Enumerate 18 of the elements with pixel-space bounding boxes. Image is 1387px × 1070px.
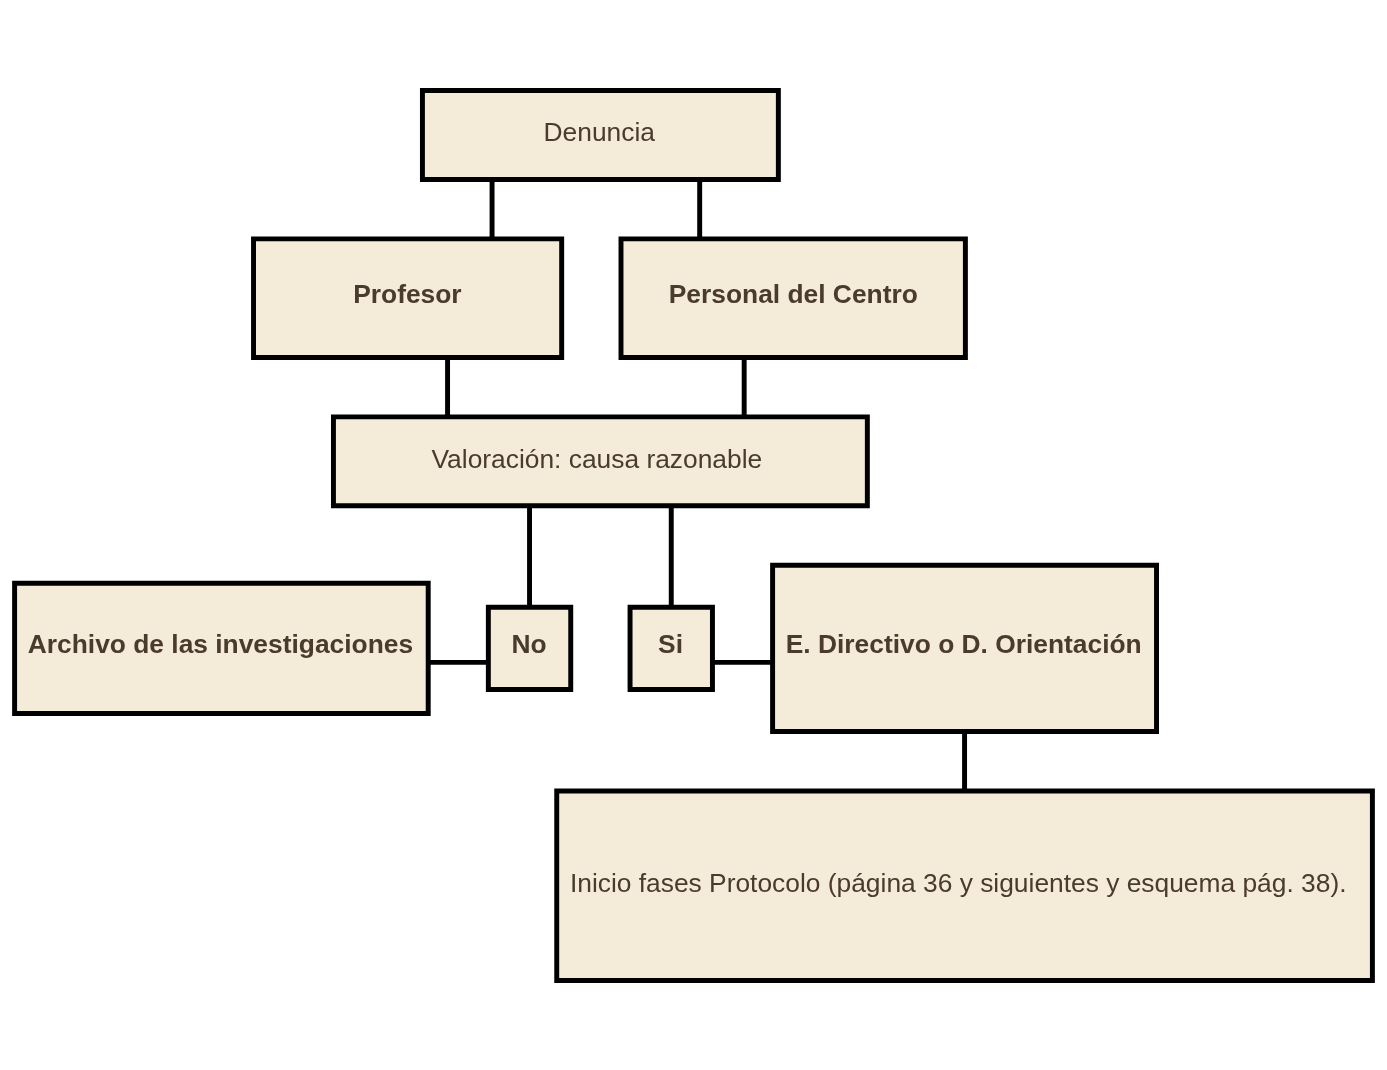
connector [712, 659, 773, 665]
connector [489, 179, 495, 238]
node-box: E. Directivo o D. Orientación [770, 562, 1159, 734]
node-box: Valoración: causa razonable [330, 413, 870, 508]
connector [445, 357, 451, 417]
connector [428, 659, 489, 665]
connector [527, 505, 532, 607]
connector [962, 731, 968, 791]
node-box: No [485, 604, 574, 692]
node-box: Si [627, 604, 715, 692]
node-box: Archivo de las investigaciones [12, 580, 431, 716]
node-box: Personal del Centro [618, 235, 968, 360]
node-box: Profesor [251, 235, 565, 360]
node-box: Inicio fases Protocolo (página 36 y siguientes y esquema pág. 38). [554, 787, 1375, 983]
connector [668, 505, 674, 607]
connector [741, 357, 747, 417]
node-box: Denuncia [419, 87, 781, 182]
connector [697, 179, 703, 238]
